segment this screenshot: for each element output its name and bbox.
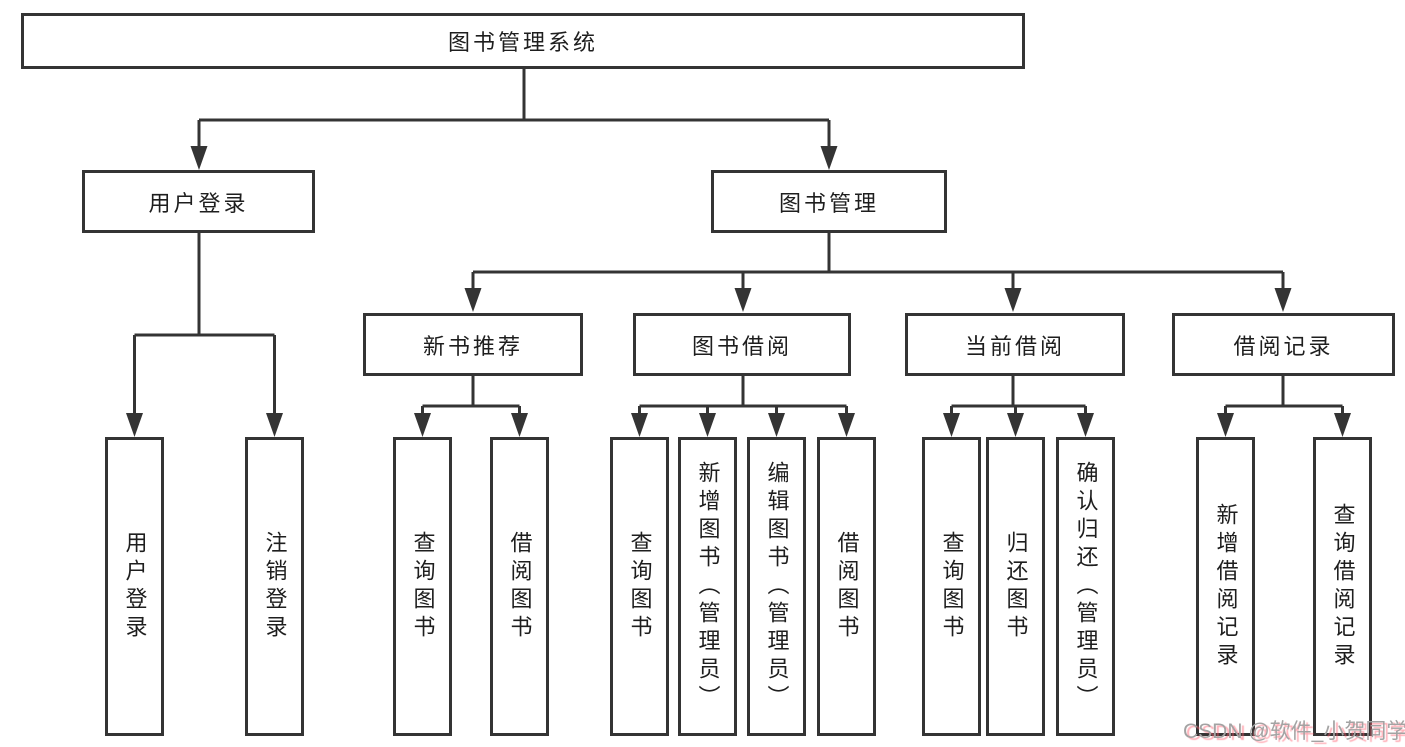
leaf-return-books-label: 归还图书 [1003,530,1029,643]
leaf-return-books: 归还图书 [986,437,1045,736]
node-root-label: 图书管理系统 [447,30,598,55]
leaf-add-borrow-record-label: 新增借阅记录 [1213,502,1239,671]
node-book-borrowing-label: 图书借阅 [691,333,792,359]
node-root: 图书管理系统 [21,13,1025,69]
leaf-query-books-current: 查询图书 [922,437,981,736]
leaf-query-books-recommend: 查询图书 [393,437,452,736]
node-borrow-records: 借阅记录 [1172,313,1395,376]
watermark-text: CSDN @软件_小贺同学 [1183,720,1405,743]
arrowhead-down-icon [1077,413,1094,437]
arrowhead-down-icon [464,288,482,312]
leaf-query-borrow-record: 查询借阅记录 [1313,437,1372,736]
arrowhead-down-icon [631,413,648,437]
node-book-management-label: 图书管理 [778,190,879,216]
leaf-user-login-label: 用户登录 [122,530,148,643]
arrowhead-down-icon [820,146,838,170]
arrowhead-down-icon [190,146,208,170]
leaf-edit-books-admin: 编辑图书（管理员） [747,437,806,736]
node-borrow-records-label: 借阅记录 [1233,333,1334,359]
node-user-login-label: 用户登录 [148,190,249,216]
arrowhead-down-icon [838,413,855,437]
leaf-borrow-books: 借阅图书 [817,437,876,736]
leaf-user-login: 用户登录 [105,437,164,736]
arrowhead-down-icon [734,288,752,312]
leaf-query-borrow-record-label: 查询借阅记录 [1330,502,1356,671]
node-current-borrowing-label: 当前借阅 [964,333,1065,359]
arrowhead-down-icon [768,413,785,437]
leaf-confirm-return-admin-label: 确认归还（管理员） [1073,460,1099,713]
node-user-login: 用户登录 [82,170,315,233]
arrowhead-down-icon [943,413,960,437]
leaf-query-books-borrowing: 查询图书 [610,437,669,736]
node-current-borrowing: 当前借阅 [905,313,1125,376]
arrowhead-down-icon [126,413,143,437]
arrowhead-down-icon [1334,413,1351,437]
leaf-logout: 注销登录 [245,437,304,736]
leaf-query-books-recommend-label: 查询图书 [410,530,436,643]
node-book-management: 图书管理 [711,170,947,233]
leaf-query-books-current-label: 查询图书 [939,530,965,643]
leaf-add-books-admin: 新增图书（管理员） [678,437,737,736]
arrowhead-down-icon [1004,288,1022,312]
leaf-borrow-books-label: 借阅图书 [834,530,860,643]
node-new-book-recommend-label: 新书推荐 [422,333,523,359]
leaf-borrow-books-recommend: 借阅图书 [490,437,549,736]
arrowhead-down-icon [414,413,431,437]
leaf-edit-books-admin-label: 编辑图书（管理员） [764,460,790,713]
leaf-query-books-borrowing-label: 查询图书 [627,530,653,643]
node-book-borrowing: 图书借阅 [633,313,851,376]
leaf-add-books-admin-label: 新增图书（管理员） [695,460,721,713]
leaf-logout-label: 注销登录 [262,530,288,643]
arrowhead-down-icon [1007,413,1024,437]
arrowhead-down-icon [266,413,283,437]
leaf-borrow-books-recommend-label: 借阅图书 [507,530,533,643]
arrowhead-down-icon [1217,413,1234,437]
node-new-book-recommend: 新书推荐 [363,313,583,376]
arrowhead-down-icon [699,413,716,437]
arrowhead-down-icon [1274,288,1292,312]
arrowhead-down-icon [511,413,528,437]
leaf-confirm-return-admin: 确认归还（管理员） [1056,437,1115,736]
leaf-add-borrow-record: 新增借阅记录 [1196,437,1255,736]
